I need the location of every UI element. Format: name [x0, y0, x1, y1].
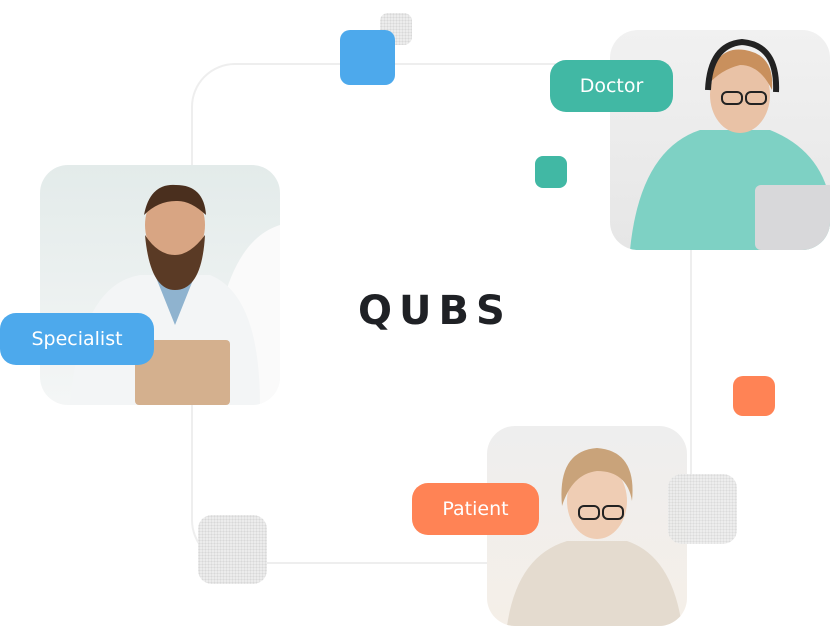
doctor-illustration [630, 38, 830, 250]
patient-photo [487, 426, 687, 626]
specialist-label: Specialist [0, 313, 154, 365]
patient-label: Patient [412, 483, 539, 535]
doctor-label: Doctor [550, 60, 673, 112]
decor-square-gray [668, 474, 737, 544]
doctor-photo [610, 30, 830, 250]
specialist-photo [40, 165, 280, 405]
decor-square-gray [198, 515, 267, 584]
decor-square-blue [340, 30, 395, 85]
decor-square-teal [535, 156, 567, 188]
patient-illustration [507, 448, 682, 626]
specialist-illustration [70, 184, 280, 405]
qubs-logo: QUBS [358, 288, 512, 334]
decor-square-orange [733, 376, 775, 416]
